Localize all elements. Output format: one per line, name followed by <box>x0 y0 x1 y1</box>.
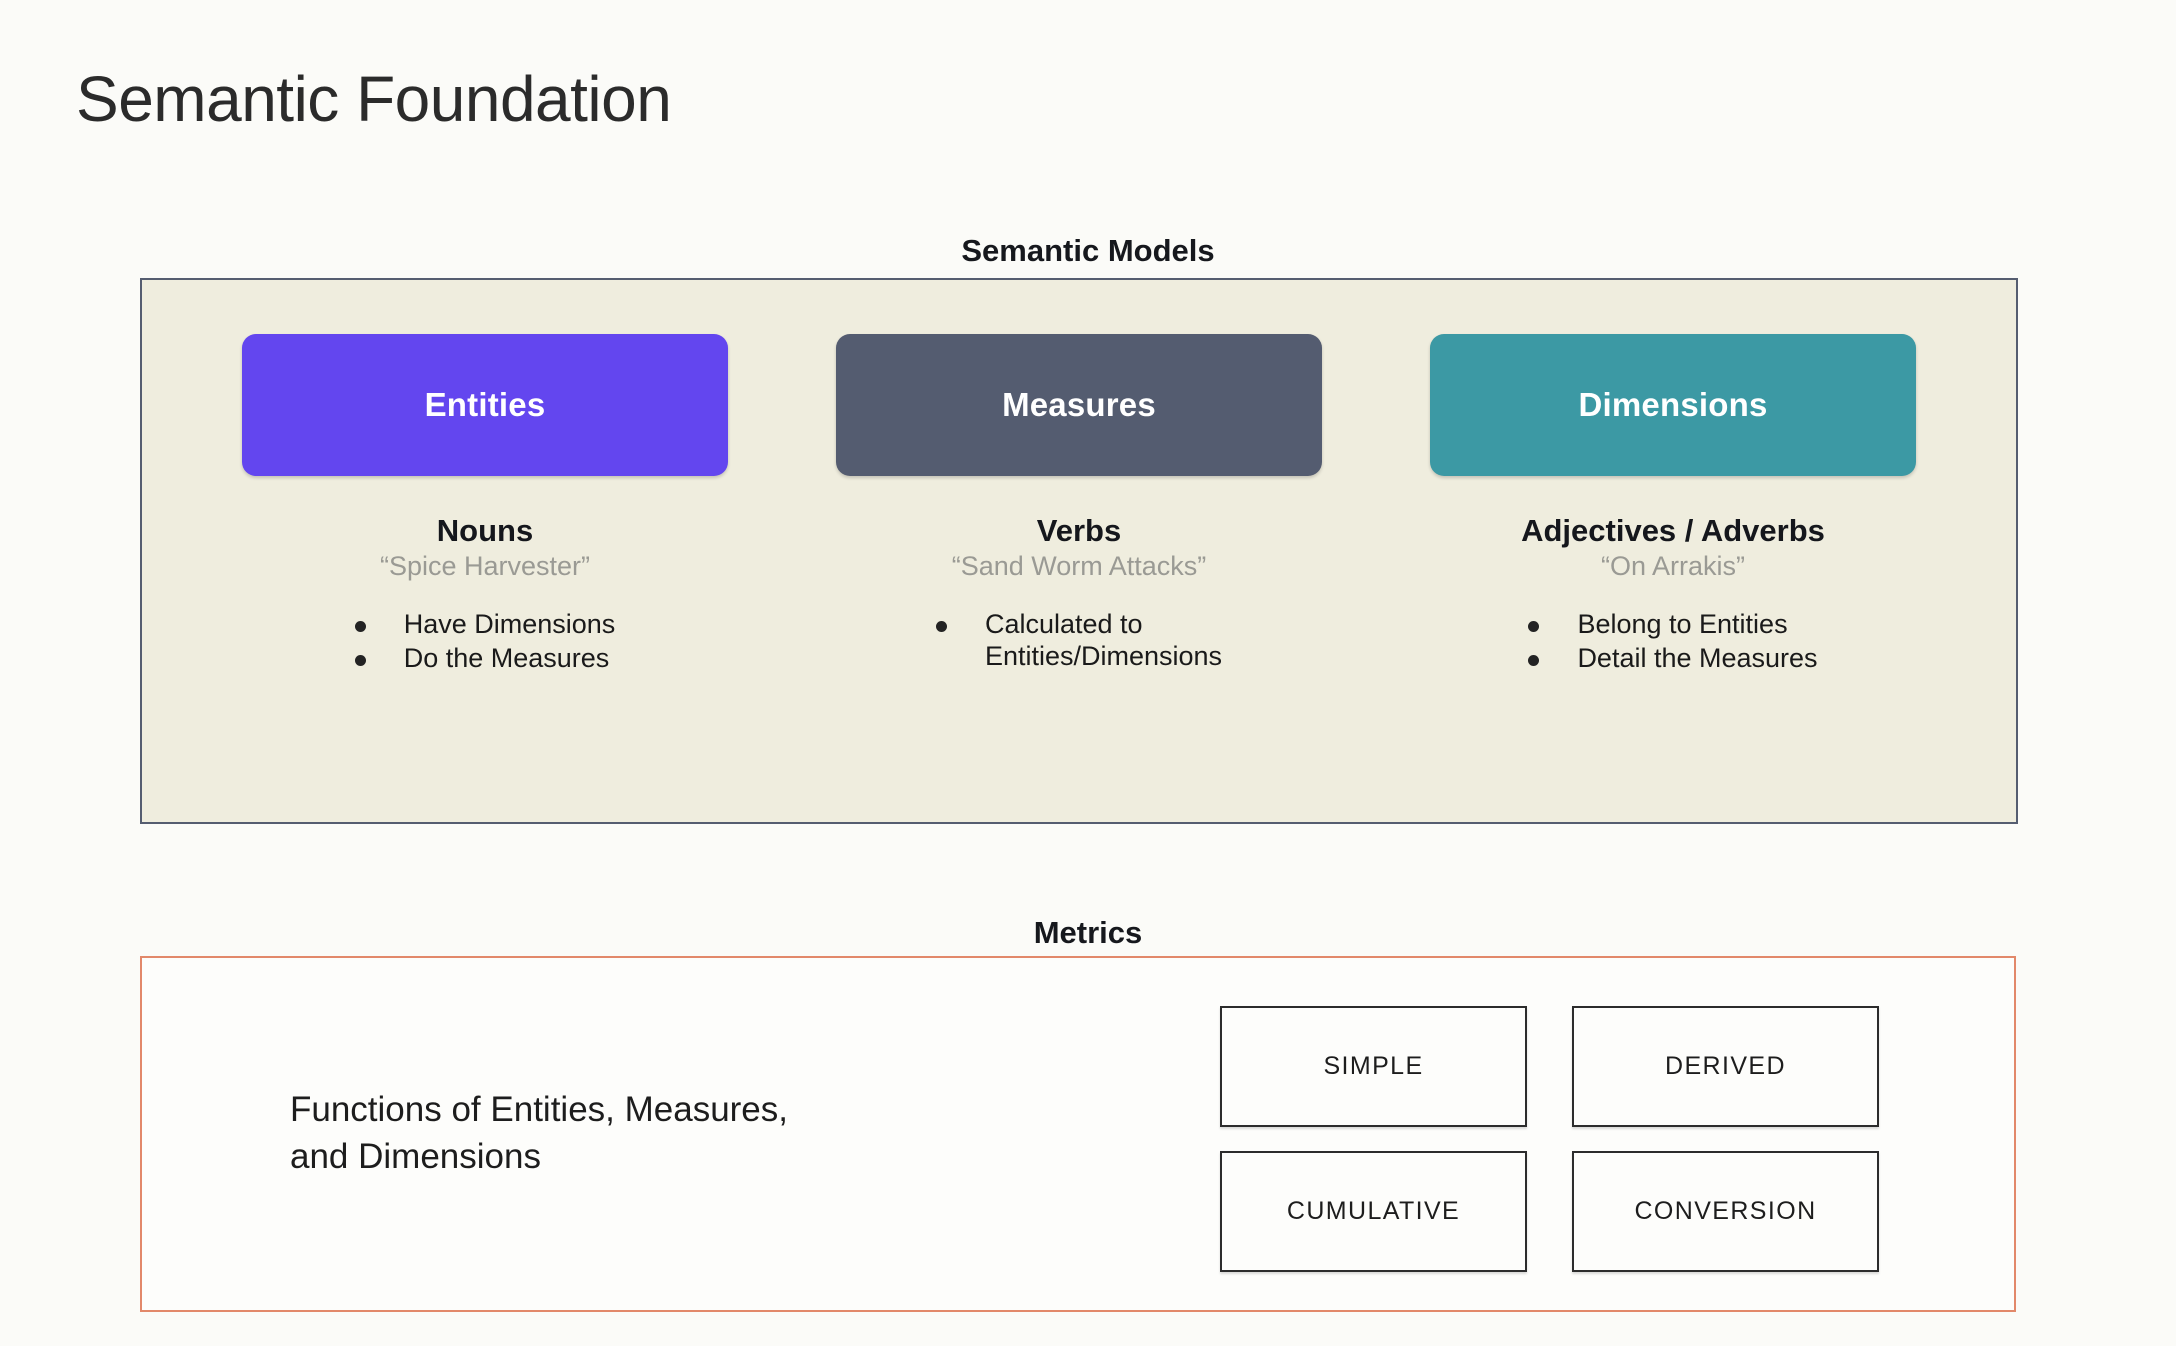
metric-box-conversion-label: CONVERSION <box>1634 1197 1817 1225</box>
metric-box-cumulative-label: CUMULATIVE <box>1286 1197 1461 1225</box>
measures-bullet-list: Calculated to Entities/Dimensions <box>935 609 1223 674</box>
semantic-models-columns: Entities Nouns “Spice Harvester” Have Di… <box>142 280 2016 822</box>
metric-box-simple-label: SIMPLE <box>1323 1052 1424 1080</box>
list-item: Calculated to Entities/Dimensions <box>935 609 1223 672</box>
dimensions-card[interactable]: Dimensions <box>1430 334 1916 476</box>
model-column-entities: Entities Nouns “Spice Harvester” Have Di… <box>188 334 782 822</box>
measures-example: “Sand Worm Attacks” <box>951 551 1207 582</box>
measures-card-label: Measures <box>1002 386 1156 423</box>
dimensions-bullet-2: Detail the Measures <box>1577 642 1818 673</box>
list-item: Have Dimensions <box>354 609 616 641</box>
measures-card[interactable]: Measures <box>836 334 1322 476</box>
dimensions-part-of-speech: Adjectives / Adverbs <box>1521 513 1825 548</box>
bullet-dot-icon <box>354 654 366 666</box>
metric-box-simple[interactable]: SIMPLE <box>1220 1006 1527 1127</box>
measures-bullet-1: Calculated to Entities/Dimensions <box>984 609 1223 671</box>
dimensions-bullet-list: Belong to Entities Detail the Measures <box>1528 609 1818 676</box>
metric-type-grid: SIMPLE DERIVED CUMULATIVE CONVERSION <box>1220 1006 1879 1272</box>
metric-box-derived-label: DERIVED <box>1665 1052 1786 1080</box>
page-title: Semantic Foundation <box>76 63 672 135</box>
list-item: Do the Measures <box>354 642 616 675</box>
metric-box-derived[interactable]: DERIVED <box>1572 1006 1879 1127</box>
semantic-models-heading: Semantic Models <box>961 233 1215 268</box>
entities-bullet-2: Do the Measures <box>403 642 610 673</box>
model-column-measures: Measures Verbs “Sand Worm Attacks” Calcu… <box>782 334 1376 822</box>
entities-bullet-1: Have Dimensions <box>403 609 616 640</box>
bullet-dot-icon <box>354 621 366 633</box>
list-item: Belong to Entities <box>1528 609 1817 641</box>
bullet-dot-icon <box>1528 621 1540 633</box>
entities-bullet-list: Have Dimensions Do the Measures <box>354 609 616 676</box>
bullet-dot-icon <box>1528 654 1540 666</box>
semantic-models-panel: Entities Nouns “Spice Harvester” Have Di… <box>140 278 2018 824</box>
entities-card-label: Entities <box>424 386 546 423</box>
measures-part-of-speech: Verbs <box>1036 513 1122 548</box>
entities-example: “Spice Harvester” <box>379 551 591 582</box>
metrics-description: Functions of Entities, Measures, and Dim… <box>290 1090 788 1176</box>
list-item: Detail the Measures <box>1528 642 1818 675</box>
entities-card[interactable]: Entities <box>242 334 728 476</box>
model-column-dimensions: Dimensions Adjectives / Adverbs “On Arra… <box>1376 334 1970 822</box>
dimensions-card-label: Dimensions <box>1578 386 1768 423</box>
dimensions-example: “On Arrakis” <box>1600 551 1746 582</box>
metrics-heading: Metrics <box>1033 915 1143 950</box>
entities-part-of-speech: Nouns <box>436 513 534 548</box>
metric-box-cumulative[interactable]: CUMULATIVE <box>1220 1151 1527 1272</box>
bullet-dot-icon <box>935 621 947 633</box>
metrics-panel: Functions of Entities, Measures, and Dim… <box>140 956 2016 1312</box>
dimensions-bullet-1: Belong to Entities <box>1577 609 1788 640</box>
metric-box-conversion[interactable]: CONVERSION <box>1572 1151 1879 1272</box>
